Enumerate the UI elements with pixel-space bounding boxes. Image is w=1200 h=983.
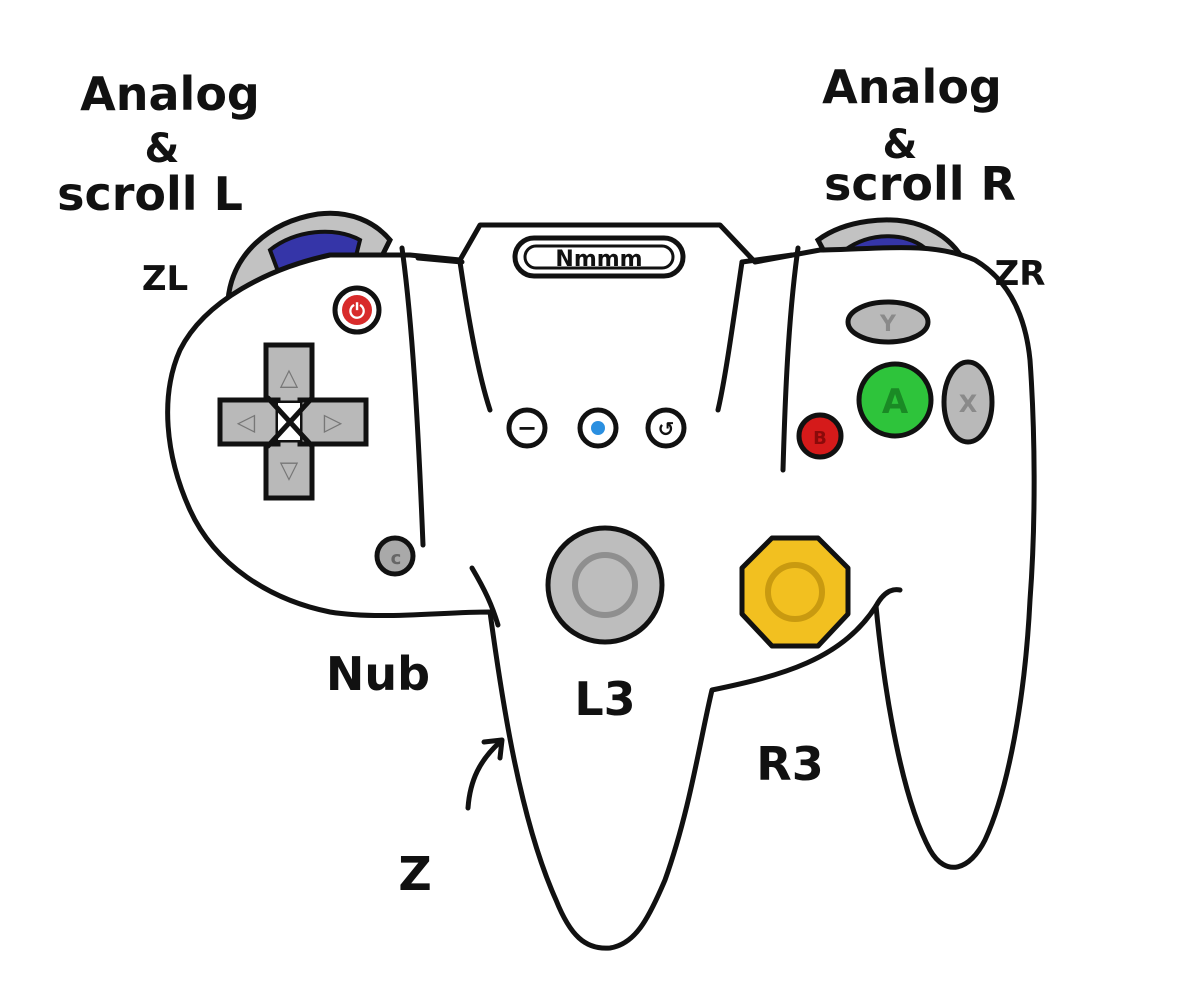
minus-button[interactable]: − [506, 407, 548, 449]
a-button-label: A [882, 382, 909, 422]
x-button[interactable]: X [941, 359, 995, 445]
svg-text:Analog: Analog [80, 67, 260, 121]
minus-icon: − [517, 414, 537, 442]
svg-text:Analog: Analog [822, 60, 1002, 114]
label-nub: Nub [326, 647, 430, 701]
center-panel-top-right [739, 252, 795, 265]
power-button[interactable]: ⏻ [332, 285, 382, 335]
label-analog-scroll-l: Analog & scroll L [57, 67, 260, 221]
dpad[interactable]: △ ▽ ◁ ▷ [217, 342, 369, 501]
left-analog-stick[interactable] [545, 525, 665, 645]
capture-button[interactable]: ↺ [645, 407, 687, 449]
dpad-right-icon: ▷ [324, 408, 343, 436]
center-prong-seam [469, 565, 501, 628]
c-stick[interactable] [739, 535, 851, 649]
nub-button-label: c [391, 548, 402, 569]
z-arrow [465, 737, 505, 811]
b-button-label: B [813, 428, 827, 449]
nub-button[interactable]: c [374, 535, 416, 577]
dpad-up[interactable]: △ [263, 342, 315, 406]
dpad-center-x [265, 395, 315, 449]
y-button-label: Y [879, 312, 897, 337]
right-prong-seam [873, 587, 903, 609]
svg-text:&: & [145, 126, 180, 172]
y-button[interactable]: Y [845, 299, 931, 345]
dpad-down[interactable]: ▽ [263, 437, 315, 501]
left-grip-seam [399, 245, 426, 548]
dpad-left-icon: ◁ [237, 408, 256, 436]
label-zl: ZL [142, 259, 188, 299]
center-panel-right [715, 259, 745, 413]
label-r3: R3 [756, 737, 823, 791]
logo-text: Nmmm [555, 247, 642, 272]
center-panel-left [457, 259, 493, 413]
capture-icon: ↺ [658, 417, 675, 441]
label-analog-scroll-r: Analog & scroll R [822, 60, 1016, 211]
svg-text:&: & [883, 122, 918, 168]
right-grip-seam [780, 245, 801, 473]
dpad-down-icon: ▽ [280, 456, 299, 484]
b-button[interactable]: B [796, 412, 844, 460]
a-button[interactable]: A [856, 361, 934, 439]
svg-text:scroll L: scroll L [57, 167, 243, 221]
power-icon: ⏻ [349, 299, 365, 323]
label-z: Z [398, 847, 431, 901]
dpad-left[interactable]: ◁ [217, 397, 281, 447]
svg-text:scroll R: scroll R [824, 157, 1016, 211]
x-button-label: X [959, 390, 978, 418]
dpad-right[interactable]: ▷ [297, 397, 369, 447]
label-l3: L3 [574, 672, 635, 726]
label-zr: ZR [995, 254, 1046, 294]
home-button[interactable] [577, 407, 619, 449]
center-panel-top-left [415, 255, 465, 265]
dpad-up-icon: △ [280, 363, 299, 391]
logo-badge: Nmmm [512, 235, 686, 279]
